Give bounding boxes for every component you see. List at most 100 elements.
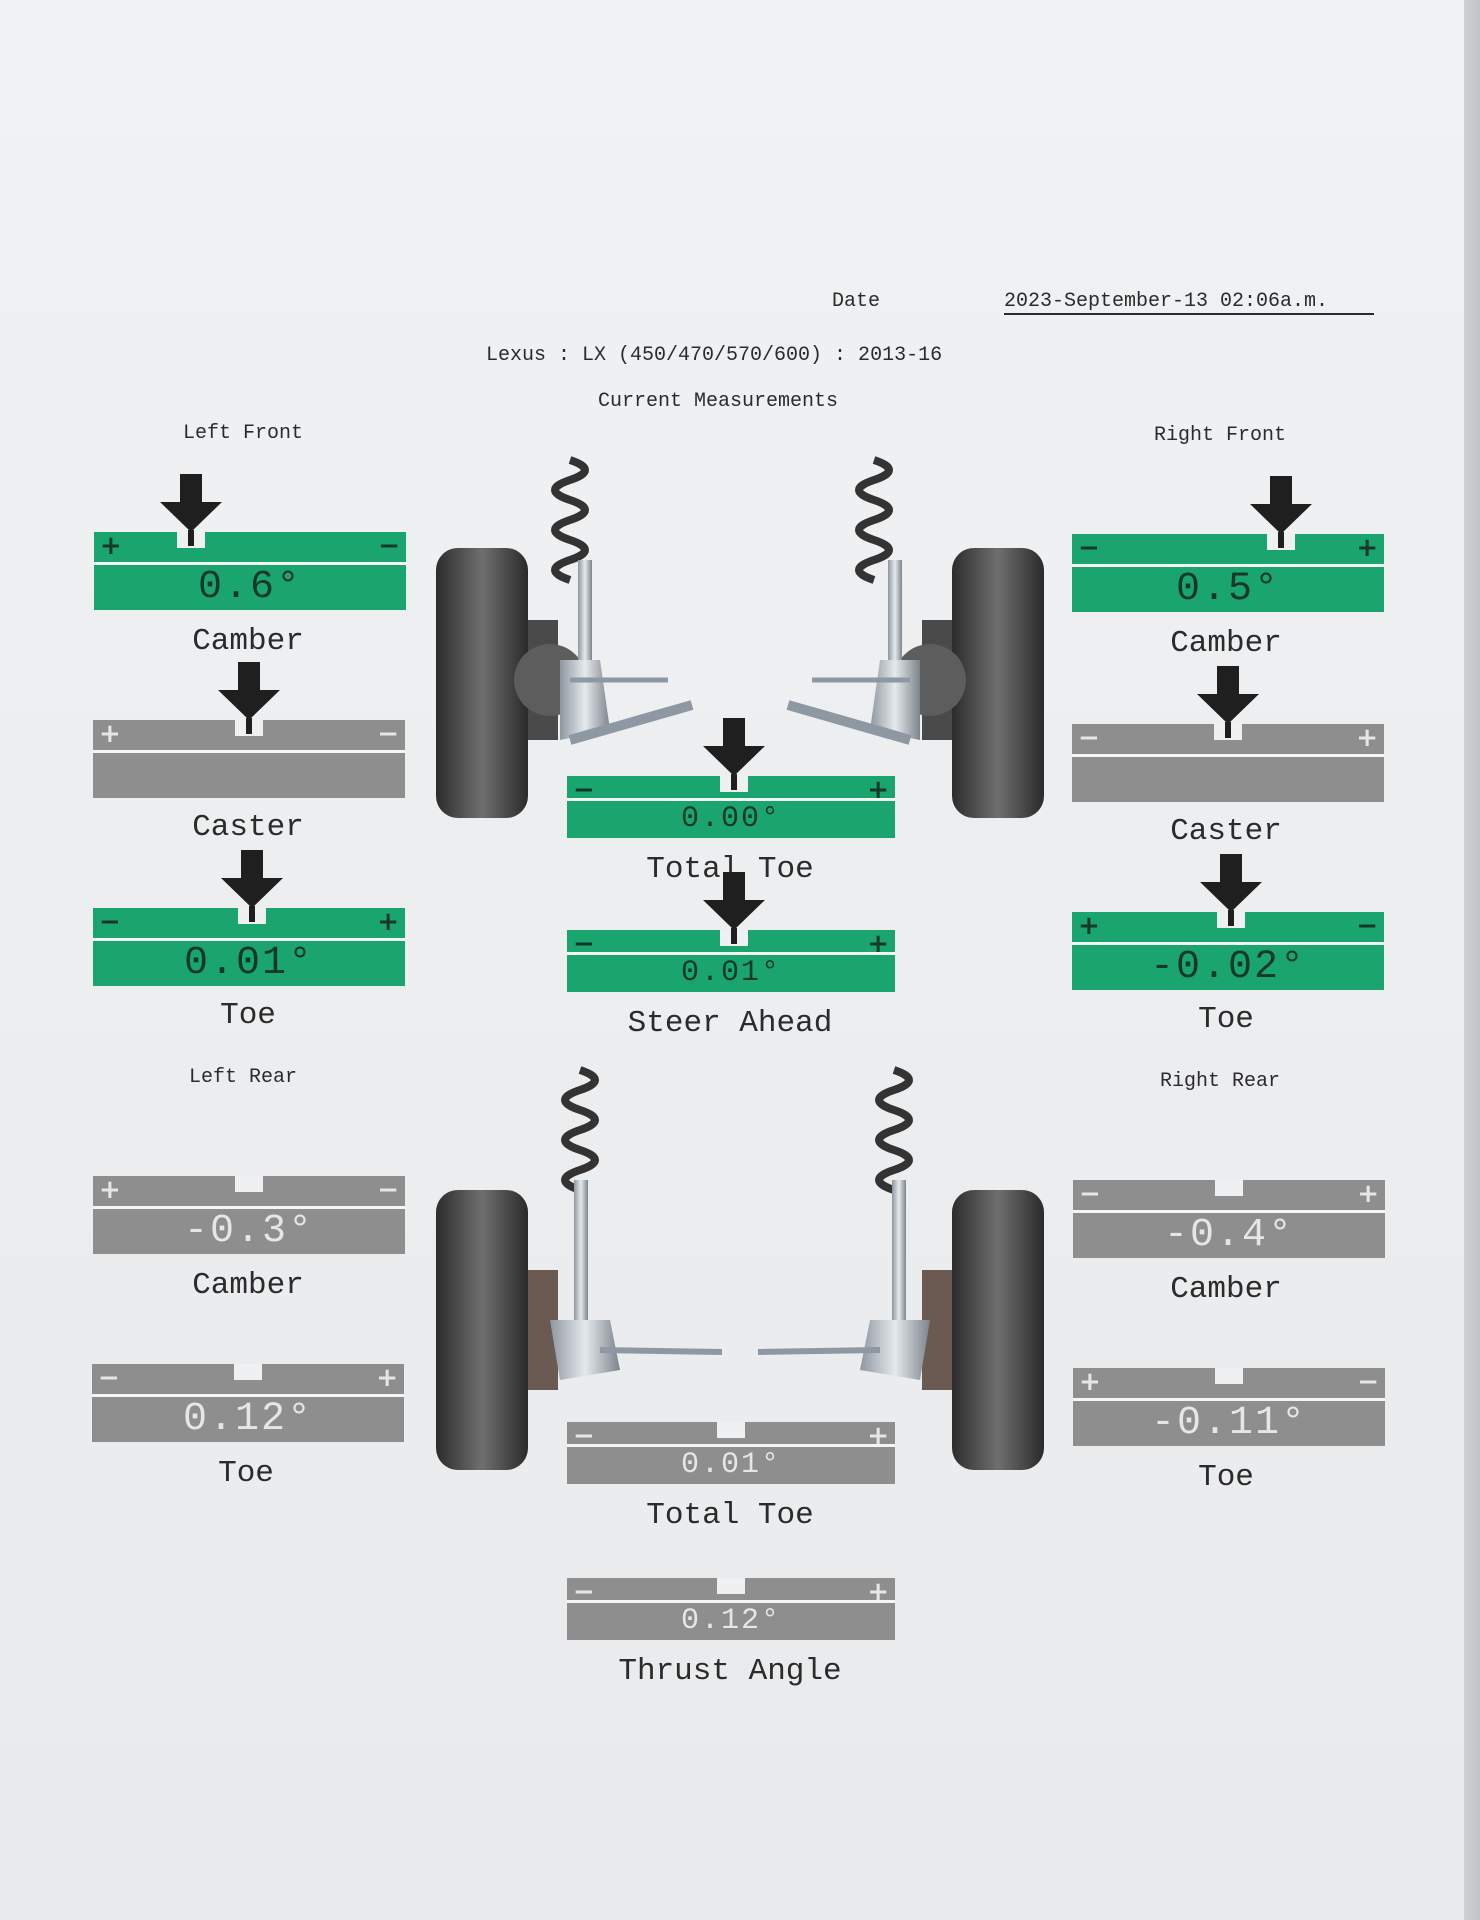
- gauge-left-sign: −: [573, 775, 595, 805]
- right-rear-toe-gauge: +−-0.11°: [1073, 1368, 1385, 1446]
- gauge-value: 0.00°: [680, 802, 781, 836]
- gauge-divider-line: [92, 1394, 404, 1397]
- gauge-value: -0.4°: [1163, 1213, 1295, 1258]
- rear-total-toe-label: Total Toe: [646, 1498, 814, 1533]
- gauge-center-notch: [717, 1422, 745, 1438]
- gauge-divider-line: [1072, 942, 1384, 945]
- rear-total-toe-gauge: − +0.01°: [567, 1422, 895, 1484]
- gauge-right-sign: +: [867, 929, 889, 959]
- gauge-divider-line: [93, 938, 405, 941]
- right-rear-toe-label: Toe: [1198, 1460, 1254, 1495]
- gauge-right-sign: +: [867, 1421, 889, 1451]
- gauge-scale-bottom: [93, 753, 405, 798]
- left-front-camber-gauge: +−0.6°: [94, 532, 406, 610]
- section-title: Current Measurements: [598, 390, 839, 413]
- gauge-value: 0.12°: [182, 1397, 314, 1442]
- gauge-divider-line: [567, 1600, 895, 1603]
- gauge-left-sign: +: [1078, 911, 1100, 941]
- indicator-arrow-icon: [221, 850, 284, 922]
- indicator-arrow-icon: [159, 474, 222, 546]
- gauge-left-sign: +: [99, 1175, 121, 1205]
- steer-ahead-label: Steer Ahead: [627, 1006, 833, 1041]
- gauge-value: 0.12°: [680, 1604, 781, 1638]
- left-front-caster-label: Caster: [192, 810, 304, 845]
- gauge-scale-top: [1072, 534, 1384, 564]
- right-front-camber-gauge: −+0.5°: [1072, 534, 1384, 612]
- date-label: Date: [832, 290, 881, 313]
- paper-edge: [1464, 0, 1480, 1920]
- gauge-scale-bottom: [1073, 1401, 1385, 1446]
- thrust-angle-gauge: − +0.12°: [567, 1578, 895, 1640]
- gauge-right-sign: +: [867, 1577, 889, 1607]
- left-front-title: Left Front: [183, 422, 304, 445]
- gauge-scale-bottom: [567, 955, 895, 992]
- gauge-divider-line: [1072, 754, 1384, 757]
- left-front-toe-gauge: −+0.01°: [93, 908, 405, 986]
- right-front-caster-label: Caster: [1170, 814, 1282, 849]
- gauge-left-sign: −: [573, 1421, 595, 1451]
- indicator-arrow-icon: [703, 872, 766, 944]
- gauge-scale-bottom: [567, 1603, 895, 1640]
- front-total-toe-gauge: − +0.00°: [567, 776, 895, 838]
- indicator-arrow-icon: [703, 718, 766, 790]
- gauge-left-sign: −: [1078, 723, 1100, 753]
- gauge-scale-top: [94, 532, 406, 562]
- gauge-divider-line: [567, 1444, 895, 1447]
- gauge-left-sign: +: [1079, 1367, 1101, 1397]
- gauge-right-sign: −: [1357, 1367, 1379, 1397]
- gauge-scale-bottom: [93, 1209, 405, 1254]
- gauge-right-sign: +: [376, 1363, 398, 1393]
- gauge-left-sign: +: [100, 531, 122, 561]
- left-rear-toe-gauge: −+0.12°: [92, 1364, 404, 1442]
- gauge-scale-bottom: [94, 565, 406, 610]
- gauge-left-sign: +: [99, 719, 121, 749]
- thrust-angle-label: Thrust Angle: [618, 1654, 842, 1689]
- gauge-right-sign: +: [377, 907, 399, 937]
- gauge-scale-bottom: [93, 941, 405, 986]
- gauge-scale-bottom: [92, 1397, 404, 1442]
- rear-suspension-illustration: [436, 1066, 1044, 1470]
- gauge-divider-line: [1073, 1398, 1385, 1401]
- indicator-arrow-icon: [1197, 666, 1259, 738]
- left-front-toe-label: Toe: [220, 998, 276, 1033]
- left-rear-toe-label: Toe: [218, 1456, 274, 1491]
- gauge-left-sign: −: [1079, 1179, 1101, 1209]
- gauge-divider-line: [94, 562, 406, 565]
- gauge-left-sign: −: [573, 1577, 595, 1607]
- gauge-right-sign: +: [867, 775, 889, 805]
- left-rear-title: Left Rear: [189, 1066, 298, 1089]
- gauge-divider-line: [567, 952, 895, 955]
- gauge-scale-bottom: [1073, 1213, 1385, 1258]
- left-front-caster-gauge: +−: [93, 720, 405, 798]
- gauge-center-notch: [1215, 1180, 1243, 1196]
- gauge-right-sign: +: [1356, 723, 1378, 753]
- right-front-camber-label: Camber: [1170, 626, 1282, 661]
- left-rear-camber-gauge: +−-0.3°: [93, 1176, 405, 1254]
- indicator-arrow-icon: [1200, 854, 1263, 926]
- gauge-right-sign: −: [378, 531, 400, 561]
- right-front-title: Right Front: [1154, 424, 1287, 447]
- gauge-value: 0.5°: [1175, 567, 1280, 612]
- left-front-camber-label: Camber: [192, 624, 304, 659]
- right-rear-camber-gauge: − + -0.4°: [1073, 1180, 1385, 1258]
- gauge-right-sign: +: [1357, 1179, 1379, 1209]
- gauge-center-notch: [1215, 1368, 1243, 1384]
- right-rear-camber-label: Camber: [1170, 1272, 1282, 1307]
- gauge-value: 0.01°: [680, 1448, 781, 1482]
- right-rear-title: Right Rear: [1160, 1070, 1281, 1093]
- left-rear-camber-label: Camber: [192, 1268, 304, 1303]
- gauge-value: -0.3°: [183, 1209, 315, 1254]
- right-front-toe-label: Toe: [1198, 1002, 1254, 1037]
- gauge-left-sign: −: [99, 907, 121, 937]
- gauge-left-sign: −: [573, 929, 595, 959]
- gauge-divider-line: [93, 750, 405, 753]
- gauge-divider-line: [1072, 564, 1384, 567]
- gauge-scale-bottom: [1072, 757, 1384, 802]
- indicator-arrow-icon: [1250, 476, 1313, 548]
- gauge-value: -0.02°: [1149, 945, 1307, 990]
- gauge-scale-bottom: [567, 1447, 895, 1484]
- gauge-divider-line: [93, 1206, 405, 1209]
- gauge-scale-bottom: [567, 801, 895, 838]
- gauge-divider-line: [1073, 1210, 1385, 1213]
- gauge-center-notch: [235, 1176, 263, 1192]
